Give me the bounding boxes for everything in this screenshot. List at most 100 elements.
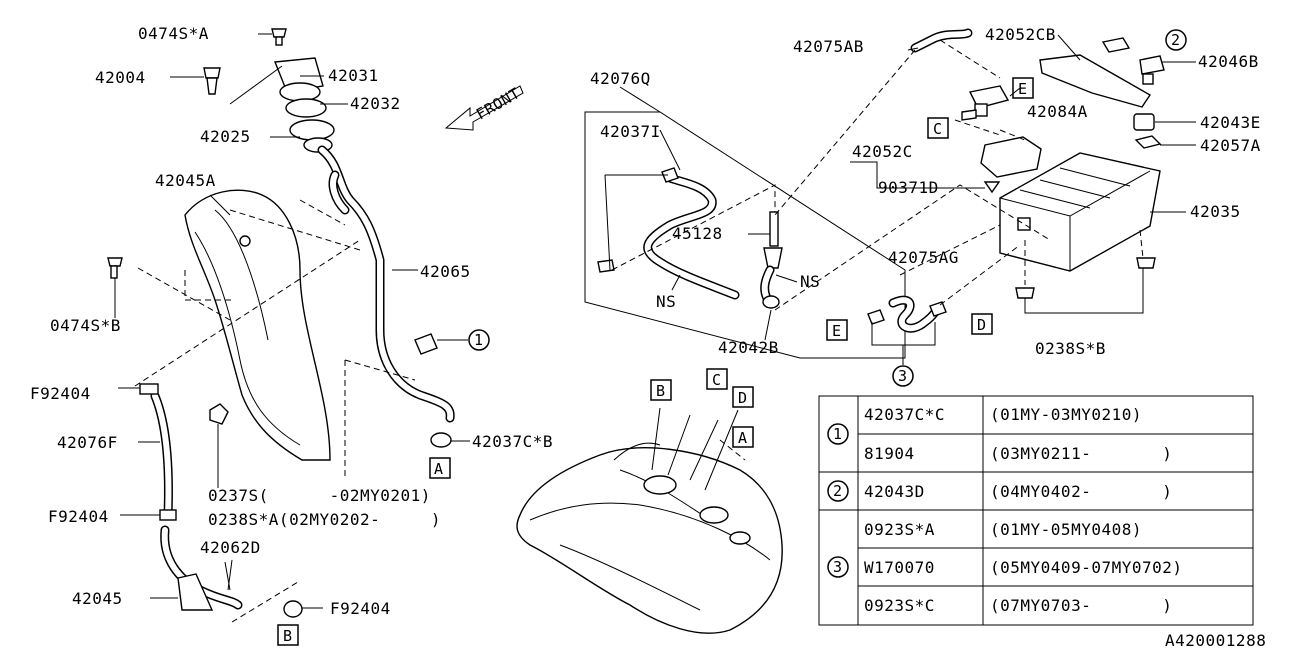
callout-circle-2: 2	[1165, 29, 1187, 51]
clip-ref-1	[414, 333, 468, 355]
table-part-4: W170070	[864, 558, 935, 577]
label-0237S: 0237S( -02MY0201)	[208, 486, 431, 505]
valve-42046B	[1139, 55, 1165, 85]
label-F92404-2: F92404	[48, 507, 109, 526]
bracket-42057A	[1134, 135, 1162, 149]
table-part-3: 0923S*A	[864, 520, 935, 539]
label-42057A: 42057A	[1200, 136, 1261, 155]
svg-text:C: C	[933, 120, 943, 138]
label-42025: 42025	[200, 127, 251, 146]
svg-text:1: 1	[474, 331, 484, 349]
callout-C-right: C	[927, 117, 949, 139]
callout-E-bottom: E	[826, 319, 848, 341]
callout-A-tank: A	[732, 426, 754, 448]
clip-90371D	[983, 181, 1001, 194]
table-ref-3: 3	[833, 558, 843, 576]
svg-text:2: 2	[1171, 31, 1181, 49]
filler-cap-screw	[258, 28, 287, 46]
callout-E-top: E	[1012, 77, 1034, 99]
label-42075AB: 42075AB	[793, 37, 864, 56]
clip-ref-2	[1101, 37, 1131, 53]
table-part-1: 81904	[864, 444, 915, 463]
label-42045: 42045	[72, 589, 123, 608]
bracket-42045	[150, 573, 214, 611]
clamp-F92404-bottom	[283, 600, 323, 618]
callout-circle-3: 3	[892, 365, 914, 387]
valve-42084A	[961, 85, 1010, 121]
grommet-0237S	[209, 403, 229, 488]
table-ref-1: 1	[833, 425, 843, 443]
label-42037I: 42037I	[600, 122, 661, 141]
kit-outline-42076Q	[584, 86, 906, 359]
grommets-0238S-B	[1015, 257, 1156, 314]
svg-text:B: B	[283, 627, 293, 645]
bracket-42052CB	[1039, 54, 1151, 108]
label-F92404-3: F92404	[330, 599, 391, 618]
table-appl-4: (05MY0409-07MY0702)	[990, 558, 1183, 577]
label-NS-1: NS	[656, 292, 676, 311]
table-appl-2: (04MY0402- )	[990, 482, 1172, 501]
label-42043E: 42043E	[1200, 113, 1261, 132]
table-appl-3: (01MY-05MY0408)	[990, 520, 1142, 539]
svg-text:A: A	[738, 429, 748, 447]
hose-clamp-42037C-B	[430, 432, 470, 448]
label-42084A: 42084A	[1027, 102, 1088, 121]
svg-text:B: B	[656, 382, 666, 400]
table-appl-1: (03MY0211- )	[990, 444, 1172, 463]
table-part-5: 0923S*C	[864, 596, 935, 615]
svg-text:A: A	[434, 460, 444, 478]
filler-pipe-42065	[317, 145, 455, 423]
label-42037C-B: 42037C*B	[472, 432, 553, 451]
part-labels: 0474S*A 42004 42031 42032 42025 42045A 4…	[30, 24, 1266, 650]
fuel-filler-cap-assembly	[229, 57, 335, 153]
table-appl-0: (01MY-03MY0210)	[990, 405, 1142, 424]
label-42052C: 42052C	[852, 142, 913, 161]
label-42052CB: 42052CB	[985, 25, 1056, 44]
screw-0474S-B	[107, 257, 123, 318]
front-label: FRONT	[473, 84, 523, 123]
bracket-42052C	[980, 136, 1042, 178]
label-0238S-A: 0238S*A(02MY0202- )	[208, 510, 441, 529]
callout-D-right: D	[971, 313, 993, 335]
label-42065: 42065	[420, 262, 471, 281]
callout-A-left: A	[429, 457, 451, 479]
table-appl-5: (07MY0703- )	[990, 596, 1172, 615]
sensor-45128	[760, 211, 783, 309]
label-42076F: 42076F	[57, 433, 118, 452]
callout-C-tank: C	[706, 368, 728, 390]
label-42076Q: 42076Q	[590, 69, 651, 88]
label-42075AG: 42075AG	[888, 248, 959, 267]
label-42035: 42035	[1190, 202, 1241, 221]
label-0474S-A: 0474S*A	[138, 24, 209, 43]
label-42004: 42004	[95, 68, 146, 87]
canister-42035	[999, 152, 1161, 272]
label-0474S-B: 0474S*B	[50, 316, 121, 335]
label-42032: 42032	[350, 94, 401, 113]
svg-text:D: D	[738, 389, 748, 407]
svg-text:E: E	[832, 322, 842, 340]
label-42042B: 42042B	[718, 338, 779, 357]
label-42045A: 42045A	[155, 171, 216, 190]
label-F92404-1: F92404	[30, 384, 91, 403]
label-0238S-B: 0238S*B	[1035, 339, 1106, 358]
table-part-0: 42037C*C	[864, 405, 945, 424]
callout-B-left: B	[277, 624, 299, 646]
label-45128: 45128	[672, 224, 723, 243]
label-NS-2: NS	[800, 272, 820, 291]
diagram-id: A420001288	[1165, 631, 1266, 650]
bolt-42004	[170, 67, 221, 95]
hose-42075AG	[867, 295, 947, 333]
table-part-2: 42043D	[864, 482, 925, 501]
pipe-42075AB	[910, 28, 973, 53]
hose-42076F	[139, 383, 177, 521]
cushion-42043E	[1133, 113, 1155, 131]
label-42046B: 42046B	[1198, 52, 1259, 71]
protector-42045A	[184, 189, 331, 461]
callout-B-tank: B	[650, 379, 672, 401]
callout-circle-1: 1	[468, 329, 490, 351]
callout-D-tank: D	[732, 386, 754, 408]
svg-text:C: C	[712, 371, 722, 389]
label-90371D: 90371D	[878, 178, 939, 197]
fuel-tank	[516, 407, 783, 634]
